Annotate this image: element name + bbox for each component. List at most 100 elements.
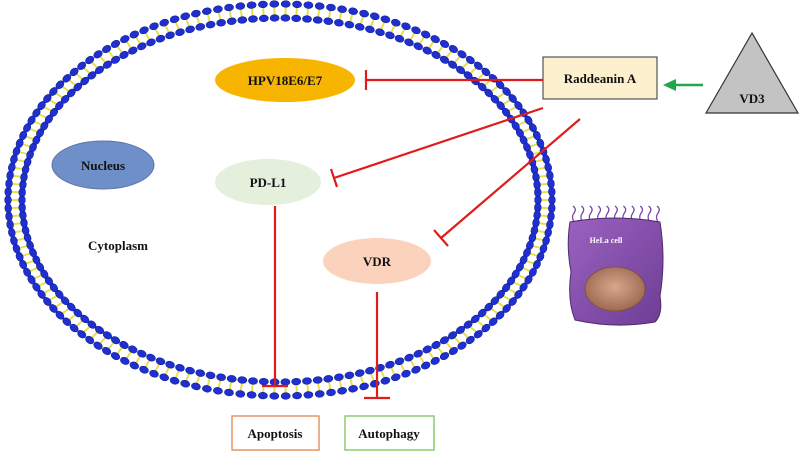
lipid-head-outer <box>169 376 180 385</box>
cytoplasm-label: Cytoplasm <box>88 238 148 253</box>
lipid-head-outer <box>213 387 223 395</box>
lipid-head-inner <box>248 15 258 23</box>
lipid-head-inner <box>185 366 195 375</box>
lipid-head-outer <box>314 390 325 398</box>
lipid-head-outer <box>4 195 12 205</box>
lipid-head-outer <box>314 2 325 10</box>
lipid-head-outer <box>280 0 291 8</box>
lipid-head-outer <box>93 341 103 350</box>
lipid-head-inner <box>165 360 175 369</box>
lipid-head-outer <box>69 323 79 333</box>
lipid-head-inner <box>137 349 147 358</box>
lipid-head-outer <box>326 3 336 12</box>
lipid-head-inner <box>216 373 226 381</box>
lipid-head-outer <box>448 44 458 54</box>
lipid-head-outer <box>258 391 268 400</box>
lipid-head-outer <box>129 361 139 370</box>
lipid-head-inner <box>448 331 458 340</box>
pd-l1-node: PD-L1 <box>215 159 321 205</box>
lipid-head-outer <box>129 30 139 39</box>
lipid-head-inner <box>195 369 206 377</box>
lipid-head-outer <box>93 50 103 59</box>
lipid-head-inner <box>110 336 121 345</box>
lipid-head-inner <box>404 38 414 47</box>
lipid-head-outer <box>6 170 14 181</box>
lipid-head-outer <box>191 382 201 391</box>
lipid-head-outer <box>139 365 149 374</box>
lipid-head-outer <box>457 50 467 59</box>
lipid-head-outer <box>465 55 475 65</box>
lipid-head-inner <box>439 336 450 345</box>
autophagy-label: Autophagy <box>358 426 420 441</box>
lipid-head-inner <box>404 353 414 362</box>
lipid-head-outer <box>235 2 246 10</box>
lipid-head-outer <box>547 211 555 222</box>
lipid-head-outer <box>544 227 552 238</box>
lipid-head-outer <box>401 22 411 31</box>
lipid-head-inner <box>344 20 355 29</box>
lipid-head-outer <box>280 392 291 400</box>
cell-membrane <box>4 0 556 400</box>
lipid-head-outer <box>110 352 121 361</box>
lipid-head-inner <box>365 25 375 34</box>
lipid-head-outer <box>439 39 450 48</box>
lipid-head-inner <box>375 28 385 36</box>
lipid-head-outer <box>391 373 401 382</box>
lipid-head-outer <box>8 162 16 173</box>
lipid-head-outer <box>380 376 391 385</box>
hela-microvillus <box>571 205 576 223</box>
lipid-head-outer <box>473 330 483 339</box>
lipid-head-inner <box>413 42 423 51</box>
lipid-head-inner <box>344 371 355 380</box>
lipid-head-inner <box>102 331 112 340</box>
lipid-head-outer <box>495 310 505 320</box>
lipid-head-outer <box>439 352 450 361</box>
lipid-head-inner <box>385 31 395 40</box>
lipid-head-outer <box>139 26 149 35</box>
hela-cell-nucleus <box>584 266 646 312</box>
raddeanin-a-node: Raddeanin A <box>542 56 658 100</box>
hela-cell-label: HeLa cell <box>590 236 623 245</box>
lipid-head-outer <box>269 0 280 8</box>
inhibition-lines <box>262 70 581 400</box>
lipid-head-outer <box>4 203 12 214</box>
lipid-head-outer <box>488 317 498 326</box>
lipid-head-outer <box>546 219 554 230</box>
lipid-head-outer <box>246 391 257 399</box>
lipid-head-outer <box>481 67 491 77</box>
lipid-head-outer <box>448 346 458 356</box>
lipid-head-inner <box>534 187 542 198</box>
lipid-head-inner <box>165 31 175 40</box>
lipid-head-outer <box>391 18 401 27</box>
lipid-head-outer <box>337 387 347 395</box>
lipid-head-outer <box>473 61 483 70</box>
lipid-head-outer <box>380 15 391 24</box>
lipid-head-inner <box>323 17 334 25</box>
lipid-head-outer <box>292 0 302 9</box>
lipid-head-inner <box>323 375 334 383</box>
lipid-head-inner <box>155 34 166 43</box>
lipid-head-outer <box>548 195 556 205</box>
lipid-head-outer <box>120 356 130 365</box>
lipid-head-inner <box>205 20 216 29</box>
lipid-head-outer <box>4 186 12 197</box>
hpv18e6-e7-node: HPV18E6/E7 <box>215 58 355 102</box>
hela-cell-illustration: HeLa cell <box>567 205 664 326</box>
lipid-head-outer <box>149 22 159 31</box>
hela-microvillus <box>647 205 652 223</box>
lipid-head-outer <box>120 35 130 44</box>
raddeanin-a-label: Raddeanin A <box>564 71 637 86</box>
lipid-head-outer <box>77 330 87 339</box>
lipid-head-inner <box>216 19 226 27</box>
lipid-head-inner <box>175 364 185 372</box>
lipid-head-outer <box>180 379 190 388</box>
lipid-head-outer <box>326 388 336 397</box>
lipid-head-inner <box>394 34 405 43</box>
lipid-head-inner <box>312 376 323 384</box>
lipid-head-inner <box>237 16 248 24</box>
lipid-head-inner <box>258 14 269 23</box>
lipid-head-outer <box>149 369 159 378</box>
hpv18e6-e7-label: HPV18E6/E7 <box>248 73 323 88</box>
lipid-head-outer <box>292 391 302 400</box>
lipid-head-outer <box>421 361 431 370</box>
